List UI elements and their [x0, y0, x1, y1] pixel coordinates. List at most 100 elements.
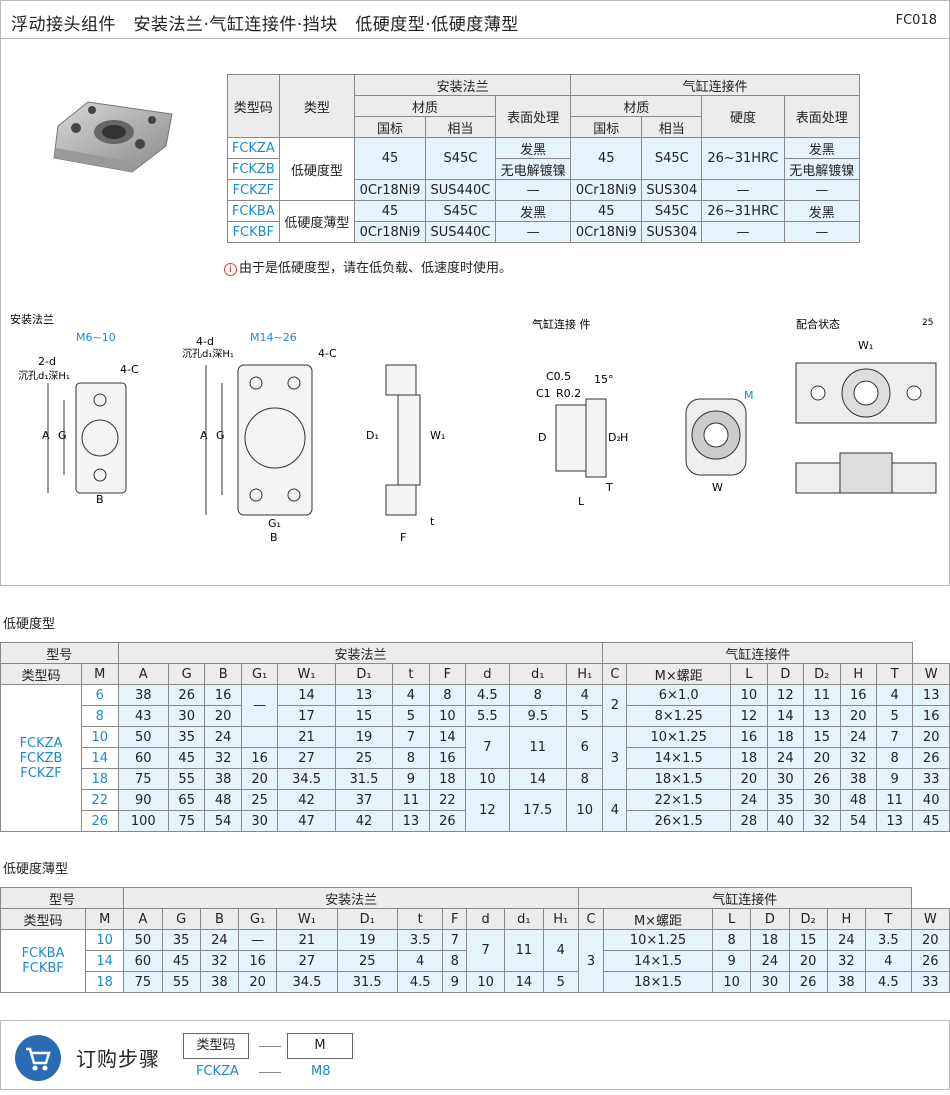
spec-cell: 26~31HRC — [701, 137, 785, 180]
table-cell: 20 — [910, 929, 950, 951]
table-cell: 18×1.5 — [603, 971, 713, 993]
table-cell: H — [839, 663, 877, 685]
table-cell: 33 — [910, 971, 950, 993]
spec-type: 低硬度薄型 — [278, 200, 356, 243]
th-gb2: 国标 — [570, 116, 643, 138]
table-cell: 25 — [240, 789, 279, 811]
G1-label: G₁ — [268, 517, 281, 530]
table-cell: 10 — [428, 705, 467, 727]
table-cell: 6 — [81, 684, 119, 706]
table-cell: 16 — [204, 684, 242, 706]
table-cell: 7 — [442, 929, 468, 951]
table-cell: 21 — [276, 929, 338, 951]
table-cell: T — [865, 908, 912, 930]
table-cell: 型号 — [0, 887, 125, 909]
spec-cell: 0Cr18Ni9 — [354, 179, 426, 201]
table-cell: 38 — [204, 768, 242, 790]
G-label: G — [58, 429, 67, 442]
table-cell: 32 — [204, 747, 242, 769]
table-cell: — — [238, 929, 278, 951]
th-cyl: 气缸连接件 — [570, 74, 860, 96]
table-cell: W₁ — [277, 663, 336, 685]
table-cell: 14 — [277, 684, 336, 706]
fit-side-drawing — [795, 452, 937, 494]
table-cell: 9 — [392, 768, 430, 790]
table-cell: 16 — [839, 684, 877, 706]
table-cell: D — [750, 908, 790, 930]
W1b-label: W₁ — [858, 339, 873, 352]
table-cell: 30 — [167, 705, 206, 727]
spec-cell: 发黑 — [494, 200, 572, 222]
order-line — [259, 1046, 281, 1047]
table-cell: 20 — [238, 971, 278, 993]
table-cell: d₁ — [508, 663, 568, 685]
table-cell: 5 — [542, 971, 580, 993]
table-cell: d₁ — [504, 908, 544, 930]
table-cell: 7 — [465, 726, 510, 769]
table-cell: 38 — [839, 768, 877, 790]
table-cell: 30 — [803, 789, 841, 811]
product-photo — [53, 101, 173, 173]
table-cell: 17 — [277, 705, 336, 727]
table-cell: 34.5 — [277, 768, 336, 790]
table-cell: 9 — [442, 971, 468, 993]
table-cell: 28 — [730, 810, 768, 832]
table-cell: 5 — [392, 705, 430, 727]
spec-cell: 0Cr18Ni9 — [354, 221, 426, 243]
table-cell: 18 — [85, 971, 125, 993]
spec-cell: — — [701, 221, 785, 243]
table-cell: 10 — [85, 929, 125, 951]
M-label: M — [744, 389, 754, 402]
table-cell: 17.5 — [508, 789, 568, 832]
table-cell: 气缸连接件 — [602, 642, 914, 664]
table-cell: D₁ — [336, 908, 398, 930]
table-cell: 18 — [750, 929, 790, 951]
table-cell: 安装法兰 — [117, 642, 604, 664]
table-cell: 10 — [466, 971, 506, 993]
table-cell: 16 — [912, 705, 950, 727]
table-cell: 4.5 — [865, 971, 912, 993]
table-cell: 54 — [204, 810, 242, 832]
table-cell: 54 — [839, 810, 877, 832]
th-material: 材质 — [354, 95, 496, 117]
th-surface2: 表面处理 — [783, 95, 860, 138]
order-example-code: FCKZA — [196, 1064, 239, 1079]
table-cell: 26×1.5 — [626, 810, 732, 832]
table-cell: D₂ — [788, 908, 828, 930]
table-cell: 45 — [167, 747, 206, 769]
th-type: 类型 — [278, 74, 356, 138]
table-cell: 8 — [428, 684, 467, 706]
table-cell: t — [396, 908, 444, 930]
B-label: B — [96, 493, 104, 506]
table-cell: A — [123, 908, 163, 930]
table-cell: 22×1.5 — [626, 789, 732, 811]
table-cell: 32 — [803, 810, 841, 832]
m6-label: M6~10 — [76, 331, 116, 344]
table-cell: d — [466, 908, 506, 930]
order-box-type: 类型码 — [183, 1033, 249, 1059]
table-cell: 类型码 — [0, 663, 83, 685]
spec-cell: — — [783, 179, 860, 201]
table-cell: 10 — [730, 684, 768, 706]
table-cell: 9.5 — [508, 705, 568, 727]
product-code: FC018 — [895, 13, 937, 28]
table-cell: 3 — [578, 929, 605, 993]
table-cell: 4 — [392, 684, 430, 706]
table1-title: 低硬度型 — [3, 617, 56, 632]
table-cell: 24 — [766, 747, 805, 769]
table-cell: 20 — [204, 705, 242, 727]
table-cell: 40 — [912, 789, 950, 811]
order-line — [259, 1072, 281, 1073]
table-cell: G — [167, 663, 206, 685]
table-cell: 4.5 — [396, 971, 444, 993]
table-cell: 7 — [875, 726, 914, 748]
table-cell: 8×1.25 — [626, 705, 732, 727]
m14-label: M14~26 — [250, 331, 297, 344]
table-cell: 11 — [504, 929, 544, 972]
table-cell: D₂ — [803, 663, 841, 685]
spec-cell: — — [494, 179, 572, 201]
spec-cell: SUS304 — [641, 179, 703, 201]
table-cell: A — [117, 663, 169, 685]
table-cell: 8 — [81, 705, 119, 727]
